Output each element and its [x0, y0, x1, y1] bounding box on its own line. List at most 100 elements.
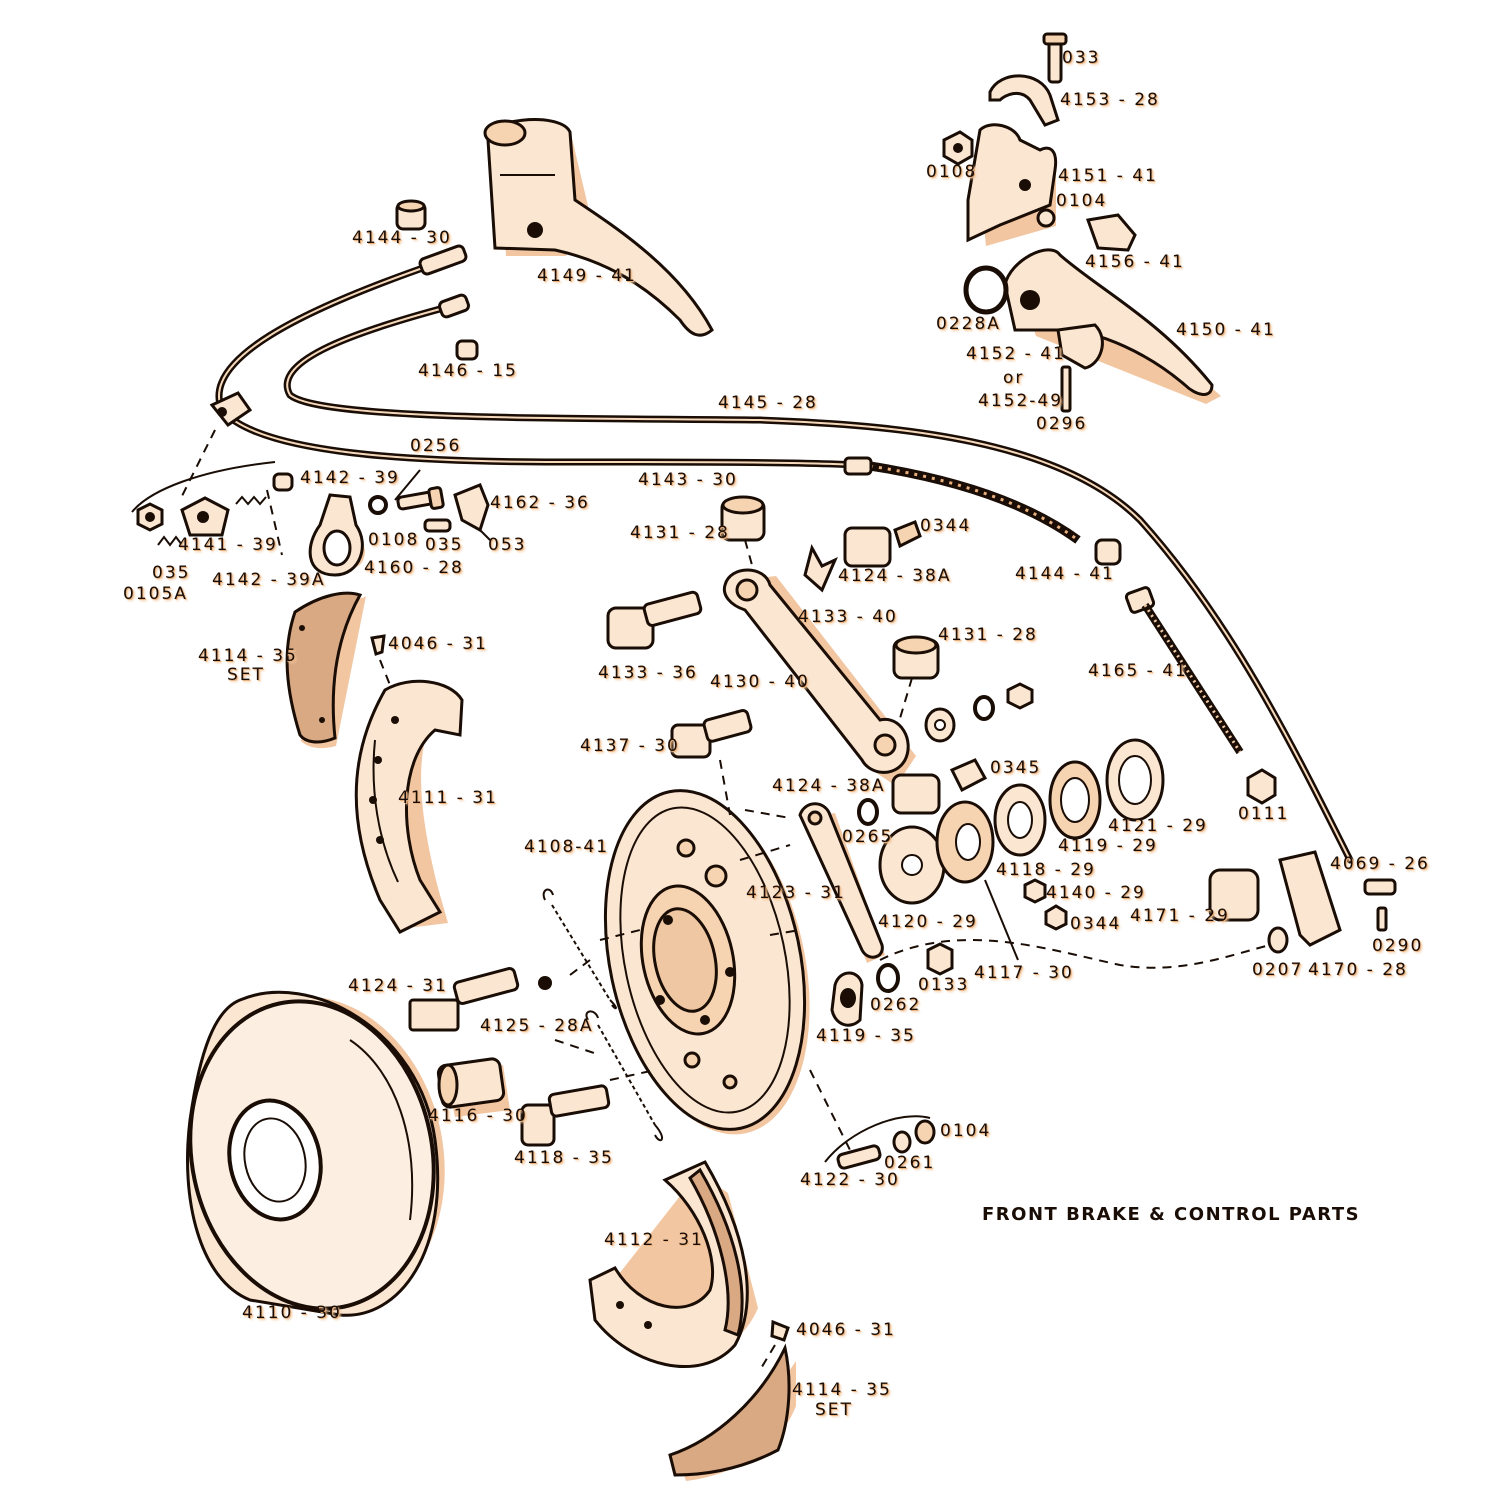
label-4123-31: 4123 - 31 [746, 883, 846, 903]
nipple-0345 [949, 758, 988, 793]
leader-0207 [879, 939, 1271, 969]
leader-dashes [554, 809, 851, 1151]
rivet-4046-top [370, 634, 391, 686]
label-4170-28: 4170 - 28 [1308, 960, 1408, 980]
shoe-4111-31 [354, 679, 464, 934]
label-4143-30: 4143 - 30 [638, 470, 738, 490]
backplate-4108-41 [603, 789, 810, 1135]
lining-4114-35-bot [668, 1343, 796, 1481]
label-4133-36: 4133 - 36 [598, 663, 698, 683]
label-4145-28: 4145 - 28 [718, 393, 818, 413]
lever-4130-40 [722, 568, 916, 786]
label-4142-39: 4142 - 39 [300, 468, 400, 488]
label-0111: 0111 [1238, 804, 1290, 824]
nut-0105A [136, 502, 164, 532]
label-4152-49: 4152-49 [978, 391, 1064, 411]
bush-4116-30 [436, 1057, 510, 1117]
nut-4124-38A-top [843, 520, 922, 568]
clamp-arrow [179, 391, 253, 501]
nut-0108-top [942, 130, 974, 166]
label-0133: 0133 [918, 975, 970, 995]
label-4116-30: 4116 - 30 [428, 1106, 528, 1126]
label-0108-top: 0108 [926, 162, 978, 182]
label-0345: 0345 [990, 758, 1042, 778]
label-4153-28: 4153 - 28 [1060, 90, 1160, 110]
nut-0133 [926, 942, 954, 976]
cable-4145-outer [215, 258, 874, 470]
label-4121-29: 4121 - 29 [1108, 816, 1208, 836]
label-0207: 0207 [1252, 960, 1304, 980]
label-4144-41: 4144 - 41 [1015, 564, 1115, 584]
label-4162-36: 4162 - 36 [490, 493, 590, 513]
lever-4150-41 [1003, 248, 1221, 404]
label-4110-30: 4110 - 30 [242, 1303, 342, 1323]
label-035-left: 035 [152, 563, 191, 583]
label-4124-38A-b: 4124 - 38A [772, 776, 886, 796]
label-4131-28-b: 4131 - 28 [938, 625, 1038, 645]
clevis-4170-28 [1278, 850, 1342, 947]
clip-4160-28 [308, 493, 365, 577]
label-4144-30: 4144 - 30 [352, 228, 452, 248]
leader-4131-mid [897, 677, 913, 726]
label-4133-40: 4133 - 40 [798, 607, 898, 627]
label-0228A: 0228A [936, 314, 1001, 334]
nut-4171-29 [1208, 868, 1260, 922]
label-0290: 0290 [1372, 936, 1424, 956]
diagram-title: FRONT BRAKE & CONTROL PARTS [982, 1204, 1361, 1225]
label-4118-29: 4118 - 29 [996, 860, 1096, 880]
spring-4125-upper [542, 888, 617, 1010]
drum-4110-30 [186, 990, 445, 1317]
pin-0296 [1060, 365, 1072, 413]
label-4114-35-bot: 4114 - 35 [792, 1380, 892, 1400]
label-4120-29: 4120 - 29 [878, 912, 978, 932]
bolt-033 [1042, 32, 1068, 84]
nut-0104-top [1036, 208, 1056, 228]
pin-4118-35 [520, 1084, 611, 1147]
screw-4142-39 [272, 472, 294, 492]
bracket-4151-41 [966, 123, 1058, 246]
screw-mid [396, 486, 445, 511]
pin-4133-36 [606, 590, 703, 650]
label-set-bot: SET [815, 1400, 853, 1420]
label-4111-31: 4111 - 31 [398, 788, 498, 808]
leader-4142 [266, 489, 283, 556]
label-4151-41: 4151 - 41 [1058, 166, 1158, 186]
label-4146-15: 4146 - 15 [418, 361, 518, 381]
washer-0265 [857, 798, 879, 826]
label-0108-mid: 0108 [368, 530, 420, 550]
washer-0262 [876, 963, 900, 993]
adjuster-4144-30 [395, 199, 427, 231]
bracket-line-left [131, 461, 276, 513]
label-0262: 0262 [870, 995, 922, 1015]
spring-4125-lower [585, 1010, 664, 1142]
shoe-4112-31 [588, 1160, 758, 1368]
label-4142-39A: 4142 - 39A [212, 570, 326, 590]
pin-4156-41 [1085, 213, 1137, 252]
spring-4142-39A [235, 495, 267, 506]
label-4108-41: 4108-41 [524, 837, 610, 857]
label-or: or [1003, 368, 1025, 388]
adjuster-4122-30 [836, 1119, 936, 1170]
label-4118-35: 4118 - 35 [514, 1148, 614, 1168]
label-4122-30: 4122 - 30 [800, 1170, 900, 1190]
rod-4165-41 [1124, 586, 1244, 755]
bush-4124-38A-mid [891, 773, 941, 815]
pivot-4152 [1056, 323, 1104, 370]
nut-small-left [538, 976, 552, 990]
label-4131-28-a: 4131 - 28 [630, 523, 730, 543]
rivet-4046-bot [759, 1319, 790, 1371]
lining-4114-35-top [285, 591, 366, 749]
label-4149-41: 4149 - 41 [537, 266, 637, 286]
plate-4120-29 [878, 825, 946, 905]
label-0296: 0296 [1036, 414, 1088, 434]
spring-035-left [157, 535, 183, 547]
bush-4131-28-mid [892, 635, 940, 680]
label-0344-a: 0344 [920, 516, 972, 536]
bracket-line-bot [824, 1115, 931, 1163]
label-4046-31-top: 4046 - 31 [388, 634, 488, 654]
arm-4123-31 [798, 802, 885, 963]
bush-4131-28-top [720, 495, 766, 542]
leader-4117 [984, 879, 1019, 961]
label-0344-b: 0344 [1070, 914, 1122, 934]
